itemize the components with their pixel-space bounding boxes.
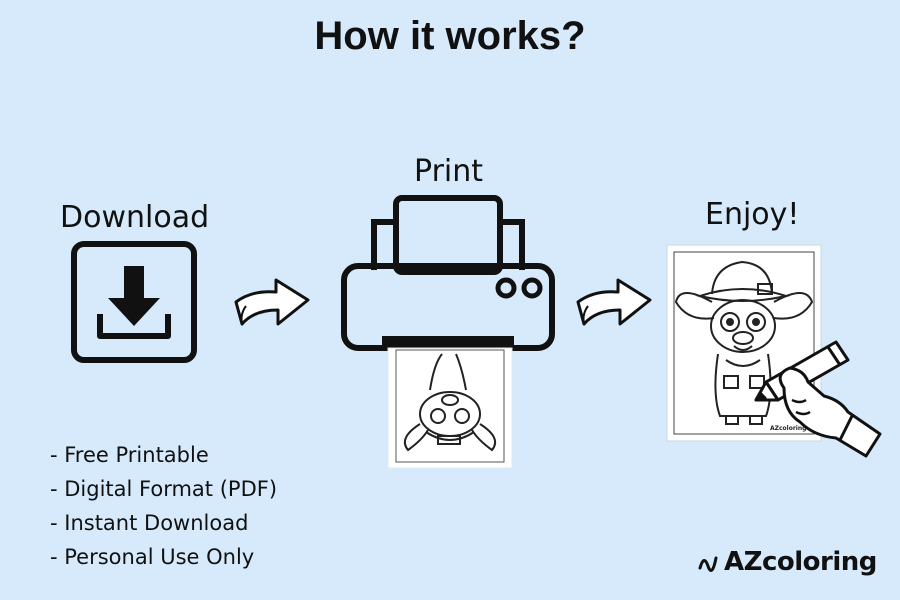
brand-squiggle-icon: [698, 556, 718, 572]
page-title: How it works?: [314, 14, 586, 58]
brand-name: AZcoloring: [724, 547, 877, 577]
feature-item: - Free Printable: [50, 443, 209, 467]
brand-logo: AZcoloring: [698, 540, 888, 584]
feature-list: - Free Printable - Digital Format (PDF) …: [50, 438, 277, 574]
arrow-right-icon: [576, 278, 652, 326]
step-enjoy-label: Enjoy!: [705, 197, 800, 232]
arrow-right-icon: [234, 278, 310, 326]
download-icon: [71, 241, 197, 363]
hand-pencil-icon: [754, 340, 882, 458]
step-download-label: Download: [60, 200, 210, 235]
step-print-label: Print: [414, 154, 484, 189]
feature-item: - Personal Use Only: [50, 545, 255, 569]
feature-item: - Digital Format (PDF): [50, 477, 278, 501]
printer-icon: [341, 195, 555, 469]
feature-item: - Instant Download: [50, 511, 249, 535]
sheet-brand-mark: AZcoloring: [770, 425, 806, 432]
